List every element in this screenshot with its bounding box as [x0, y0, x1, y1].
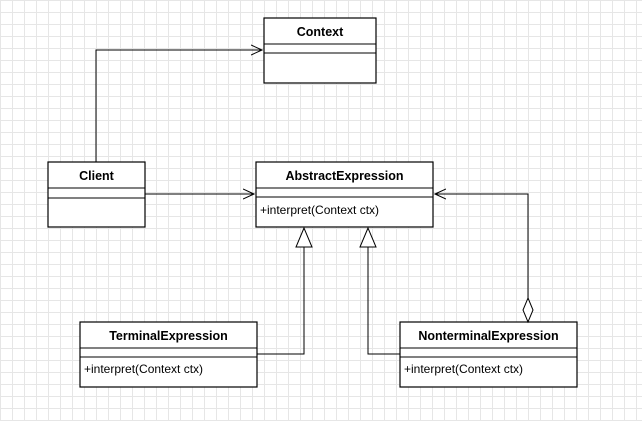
- class-name-nonterminal-expression: NonterminalExpression: [418, 329, 558, 343]
- class-name-client: Client: [79, 169, 115, 183]
- class-context[interactable]: Context: [263, 17, 377, 84]
- class-name-abstract-expression: AbstractExpression: [285, 169, 403, 183]
- generalization-arrowhead-terminal: [295, 226, 313, 248]
- generalization-terminal: [257, 247, 305, 355]
- operation-abstract-interpret: +interpret(Context ctx): [260, 203, 379, 217]
- class-client[interactable]: Client: [47, 161, 146, 228]
- aggregation-nonterminal-abstract: [435, 194, 529, 298]
- generalization-arrowhead-nonterminal: [359, 226, 377, 248]
- class-nonterminal-expression[interactable]: NonterminalExpression +interpret(Context…: [399, 321, 578, 388]
- aggregation-diamond: [522, 296, 534, 324]
- operation-nonterminal-interpret: +interpret(Context ctx): [404, 362, 523, 376]
- operation-terminal-interpret: +interpret(Context ctx): [84, 362, 203, 376]
- generalization-nonterminal: [367, 247, 400, 355]
- association-client-context: [95, 50, 262, 162]
- class-name-context: Context: [297, 25, 344, 39]
- class-terminal-expression[interactable]: TerminalExpression +interpret(Context ct…: [79, 321, 258, 388]
- class-name-terminal-expression: TerminalExpression: [109, 329, 228, 343]
- class-abstract-expression[interactable]: AbstractExpression +interpret(Context ct…: [255, 161, 434, 228]
